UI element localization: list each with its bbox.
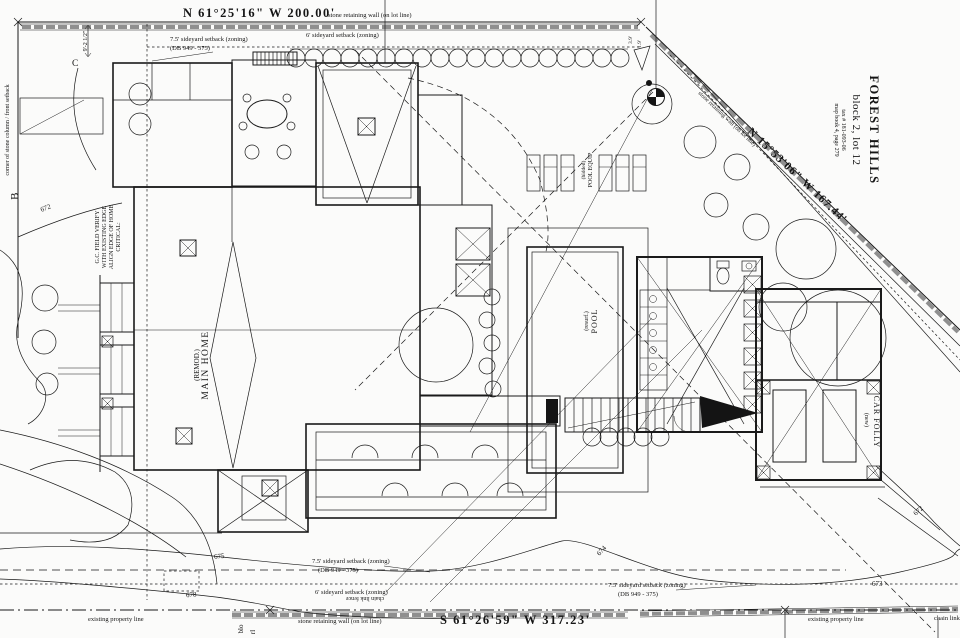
contour-678-label: 678 [186, 591, 198, 600]
flag-symbol [633, 45, 651, 72]
critical-note-line2: ALIGN EDGE OF HOME [109, 204, 115, 269]
toilet-icon [716, 267, 730, 285]
contour-673-label: 673 [872, 580, 883, 588]
setback-lines [0, 24, 958, 633]
chain-link-bottom-label: chain link fence [346, 595, 385, 602]
pool-sub-label: (resurf.) [583, 311, 590, 331]
chaise-lounges [526, 154, 647, 192]
bearing-top-label: N 61°25'16" W 200.00' [183, 6, 336, 20]
main-home-footprint [58, 51, 701, 533]
sink-icon [741, 260, 757, 272]
wall-right-label: stone retaining wall (on lot line) [697, 90, 758, 148]
main-home-label: MAIN HOME [201, 330, 211, 399]
stair-arrow [700, 396, 758, 428]
left-edge-details [19, 24, 104, 135]
marker-c: C [72, 59, 80, 69]
text-fragment-2: rl [249, 630, 257, 634]
pool-house [636, 256, 763, 433]
text-fragment-1: blo [237, 624, 245, 633]
setback-top-75-db-label: (DB 949 - 375) [170, 45, 210, 52]
setback-bottom-75b-label: 7.5' sideyard setback (zoning) [608, 582, 686, 589]
subdivision-tax-label: tax # 181-093-06 [840, 109, 846, 150]
contour-675-label: 675 [214, 552, 226, 561]
terrace-table [246, 99, 288, 129]
pool-area [507, 154, 649, 493]
setback-top-75-label: 7.5' sideyard setback (zoning) [170, 36, 248, 43]
setback-bottom-75a-label: 7.5' sideyard setback (zoning) [312, 558, 390, 565]
chimney [357, 117, 376, 136]
setback-top-6-label: 6' sideyard setback (zoning) [306, 32, 379, 39]
property-line-left-label: existing property line [88, 616, 144, 623]
wall-top-label: stone retaining wall (on lot line) [328, 12, 412, 19]
pool-equip-sub-label: (hidden) [580, 161, 587, 180]
survey-point [646, 80, 652, 86]
car-folly [755, 288, 941, 531]
car-folly-sub-label: (new) [863, 413, 870, 427]
setback-bottom-6-label: 6' sideyard setback (zoning) [315, 589, 388, 596]
dimension-label-1: 9'-2 1/2" [83, 30, 89, 51]
vegetation [31, 48, 887, 447]
main-home-sub-label: (REMOD.) [193, 348, 201, 380]
critical-note-line1: CRITICAL: [116, 222, 122, 252]
wall-bottom-label: stone retaining wall (on lot line) [298, 618, 382, 625]
property-line-right-label: existing property line [808, 616, 864, 623]
critical-note-line3: WITH EXISTING EDGE [102, 206, 108, 269]
setback-bottom-75a-db-label: (DB 949 - 375) [318, 567, 358, 574]
driveway-paths [0, 67, 222, 585]
stone-retaining-walls [20, 23, 960, 619]
contour-674-label: 674 [595, 544, 608, 557]
marker-b: B [9, 192, 21, 200]
dimension-label-3: 1.9' [637, 40, 643, 48]
contour-672-left-label: 672 [39, 202, 52, 214]
utility-pole [633, 0, 665, 106]
pool-equip-label: POOL EQUIP [588, 152, 594, 187]
contour-lines [0, 202, 960, 619]
stone-column-note: corner of stone column / front setback [4, 84, 11, 175]
subdivision-map-label: map book 4, page 279 [833, 103, 839, 156]
bearing-bottom-label: S 61°26'59" W 317.23' [440, 613, 591, 627]
chain-link-right-label: chain link fence [934, 615, 960, 622]
critical-note-line4: G.C. FIELD VERIFY [95, 210, 101, 264]
pool-label: POOL [590, 309, 599, 334]
setback-bottom-75b-db-label: (DB 949 - 375) [618, 591, 658, 598]
subdivision-lot-label: block 2, lot 12 [850, 94, 862, 165]
car-folly-label: CAR FOLLY [872, 396, 881, 448]
dimension-label-2: 3.9' [628, 36, 634, 44]
pool [526, 246, 624, 474]
subdivision-name-label: FOREST HILLS [867, 75, 881, 184]
